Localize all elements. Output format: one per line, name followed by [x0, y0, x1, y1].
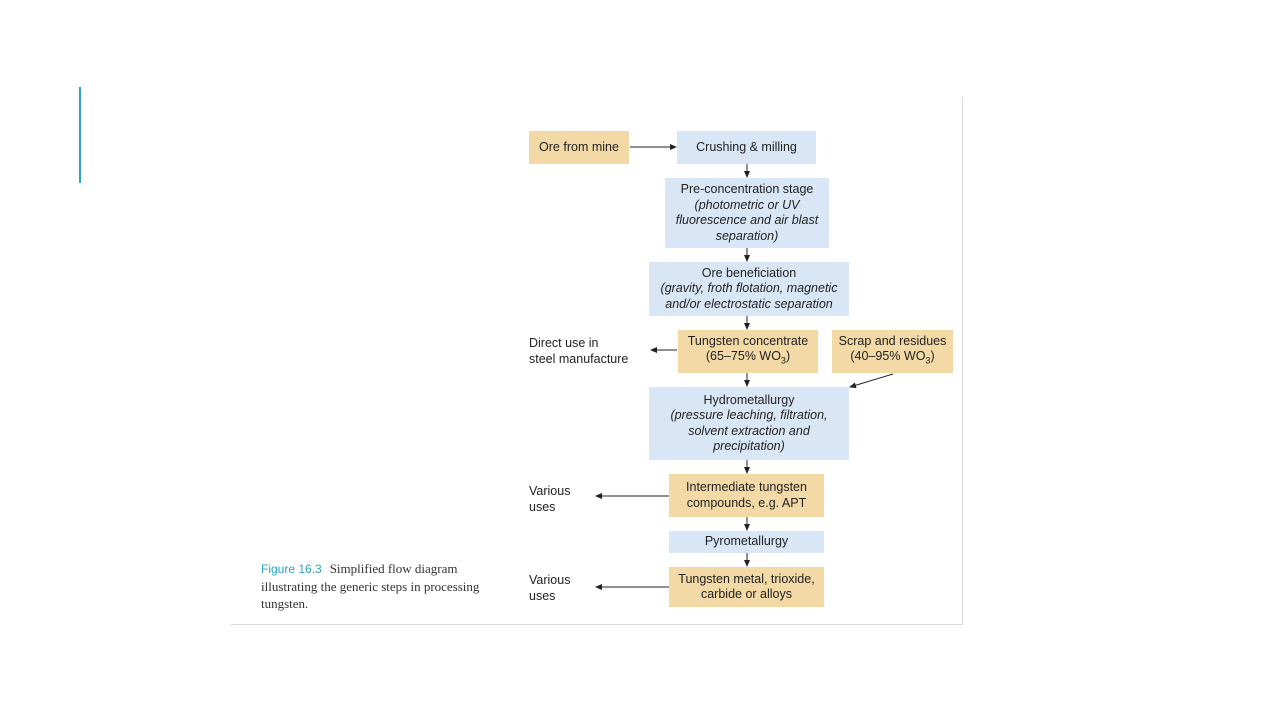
node-label: Pyrometallurgy — [704, 534, 789, 549]
node-label: Tungsten metal, trioxide, — [678, 571, 815, 586]
node-detail: separation) — [715, 228, 779, 243]
node-detail: (gravity, froth flotation, magnetic — [660, 281, 838, 296]
node-label: Ore from mine — [539, 139, 619, 154]
caption-text: Simplified flow diagram — [329, 561, 458, 576]
node-title: Ore beneficiation — [701, 265, 797, 280]
figure-caption: Figure 16.3 Simplified flow diagram illus… — [261, 560, 521, 612]
node-detail: fluorescence and air blast — [675, 213, 819, 227]
node-formula: (40–95% WO3) — [850, 349, 935, 366]
node-crushing-milling: Crushing & milling — [677, 131, 816, 164]
label-various-uses-2: Various uses — [529, 573, 571, 603]
node-pyrometallurgy: Pyrometallurgy — [669, 531, 824, 553]
slide-accent-bar — [79, 87, 81, 183]
node-scrap-residues: Scrap and residues (40–95% WO3) — [832, 330, 953, 373]
label-direct-use: Direct use in steel manufacture — [529, 336, 629, 366]
node-intermediate-compounds: Intermediate tungsten compounds, e.g. AP… — [669, 474, 824, 517]
figure-panel — [231, 97, 963, 625]
node-formula: (65–75% WO3) — [705, 349, 791, 366]
node-ore-beneficiation: Ore beneficiation (gravity, froth flotat… — [649, 262, 849, 316]
node-tungsten-metal: Tungsten metal, trioxide, carbide or all… — [669, 567, 824, 607]
node-tungsten-concentrate: Tungsten concentrate (65–75% WO3) — [678, 330, 818, 373]
caption-text: tungsten. — [261, 596, 309, 611]
node-detail: (pressure leaching, filtration, — [670, 408, 828, 422]
caption-text: illustrating the generic steps in proces… — [261, 579, 480, 594]
node-detail: precipitation) — [713, 439, 785, 453]
node-label: Scrap and residues — [838, 333, 947, 348]
node-hydrometallurgy: Hydrometallurgy (pressure leaching, filt… — [649, 387, 849, 460]
label-various-uses-1: Various uses — [529, 484, 571, 514]
node-label: carbide or alloys — [700, 587, 792, 601]
node-label: compounds, e.g. APT — [686, 495, 807, 510]
node-label: Tungsten concentrate — [687, 333, 809, 348]
node-label: Crushing & milling — [696, 139, 797, 154]
node-detail: (photometric or UV — [694, 197, 800, 212]
node-detail: solvent extraction and — [688, 423, 810, 438]
node-ore-from-mine: Ore from mine — [529, 131, 629, 164]
node-detail: and/or electrostatic separation — [665, 296, 833, 311]
node-label: Intermediate tungsten — [686, 480, 807, 494]
figure-number: Figure 16.3 — [261, 562, 322, 576]
node-title: Pre-concentration stage — [680, 182, 814, 196]
node-title: Hydrometallurgy — [703, 392, 795, 407]
node-preconcentration: Pre-concentration stage (photometric or … — [665, 178, 829, 248]
